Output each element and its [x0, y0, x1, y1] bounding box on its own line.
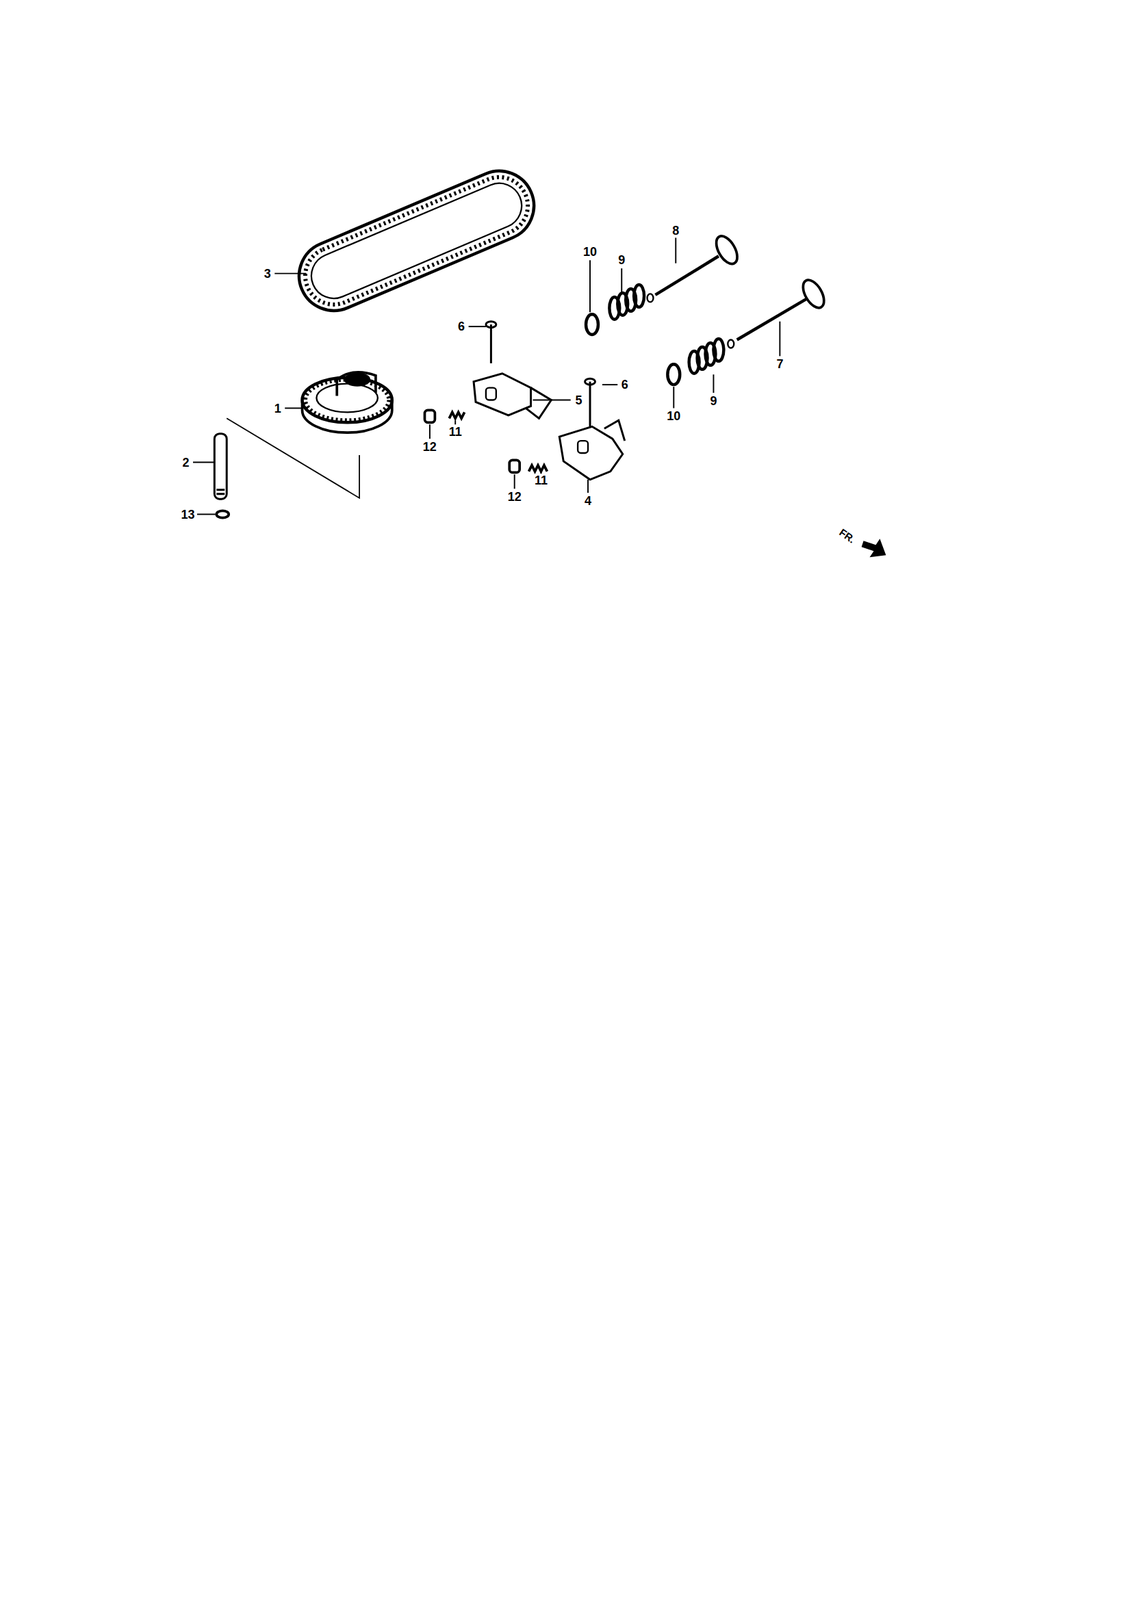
callout-number: 6: [457, 320, 465, 333]
direction-label: FR.: [837, 527, 857, 545]
callout-number: 10: [666, 409, 681, 423]
callout-number: 9: [618, 253, 625, 267]
callout-number: 13: [180, 508, 195, 521]
callout-number: 3: [264, 267, 272, 280]
leader-lines: [193, 237, 780, 515]
valve: [585, 232, 742, 335]
callout-number: 12: [423, 440, 437, 454]
callout-number: 8: [672, 224, 679, 237]
callout-number: 11: [534, 474, 548, 487]
callout-number: 4: [584, 494, 592, 508]
valve: [667, 276, 829, 385]
callout-number: 10: [583, 245, 597, 259]
callout-number: 6: [621, 378, 629, 391]
callout-number: 5: [575, 394, 583, 407]
cam-shaft-pin: [214, 433, 227, 499]
timing-belt: [288, 160, 545, 322]
callout-number: 1: [274, 402, 282, 415]
front-arrow: [861, 538, 887, 558]
callout-number: 11: [449, 425, 463, 439]
rocker-arm: [473, 321, 551, 419]
small-spring: [529, 465, 548, 472]
small-spring: [449, 412, 465, 419]
rocker-arm: [559, 378, 625, 480]
cam-pulley: [302, 372, 393, 433]
callout-number: 9: [709, 394, 717, 408]
callout-number: 12: [507, 490, 522, 504]
callout-number: 2: [182, 456, 189, 469]
callout-number: 7: [776, 357, 784, 371]
